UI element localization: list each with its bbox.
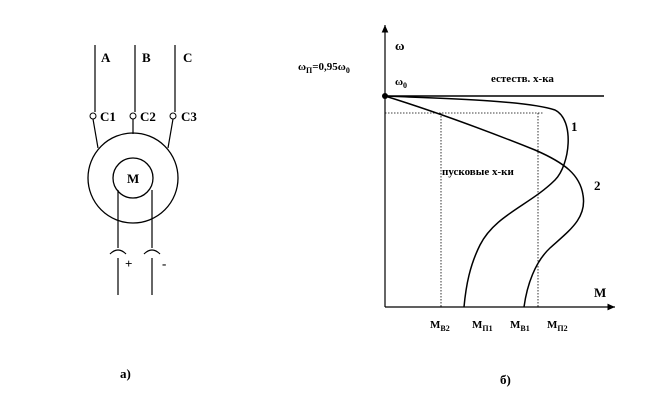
motor-stator-circle: [87, 132, 179, 224]
x-axis-label: M: [594, 285, 606, 300]
contact-plus: [109, 249, 127, 255]
terminal-c3: [169, 112, 177, 120]
characteristics-graph: ω M ωП=0,95ω0 ω0 естеств. х-ка 1 2 пуско…: [298, 25, 615, 387]
natural-characteristic-label: естеств. х-ка: [491, 73, 554, 85]
starting-characteristics-label: пусковые х-ки: [442, 166, 514, 178]
curve-2-label: 2: [594, 178, 601, 193]
contact-minus: [143, 249, 161, 255]
terminal-label-c2: C2: [140, 109, 156, 124]
curve-1-label: 1: [571, 119, 578, 134]
starting-characteristic-2: [384, 95, 585, 308]
phase-label-a: A: [101, 50, 111, 65]
terminal-label-c3: C3: [181, 109, 197, 124]
tick-label-mv2: MВ2: [430, 319, 450, 333]
tick-label-mp2: MП2: [547, 319, 568, 333]
plus-sign: +: [125, 256, 132, 271]
starting-characteristic-1: [384, 95, 569, 308]
y-axis-label: ω: [395, 38, 405, 53]
terminal-c1: [89, 112, 97, 120]
caption-b: б): [500, 372, 511, 387]
caption-a: а): [120, 366, 131, 381]
phase-label-c: C: [183, 50, 192, 65]
minus-sign: -: [162, 256, 166, 271]
motor-label: M: [127, 171, 139, 186]
motor-rotor-circle: [112, 157, 154, 199]
omega0-label: ω0: [395, 76, 407, 90]
terminal-c2: [129, 112, 137, 120]
tick-label-mv1: MВ1: [510, 319, 530, 333]
phase-label-b: B: [142, 50, 151, 65]
stator-lead-c1: [92, 118, 99, 149]
stator-lead-c3: [167, 118, 174, 149]
tick-label-mp1: MП1: [472, 319, 493, 333]
circuit-diagram: A B C C1 C2 C3 M + - а): [87, 45, 197, 381]
terminal-label-c1: C1: [100, 109, 116, 124]
omega-p-label: ωП=0,95ω0: [298, 61, 350, 75]
